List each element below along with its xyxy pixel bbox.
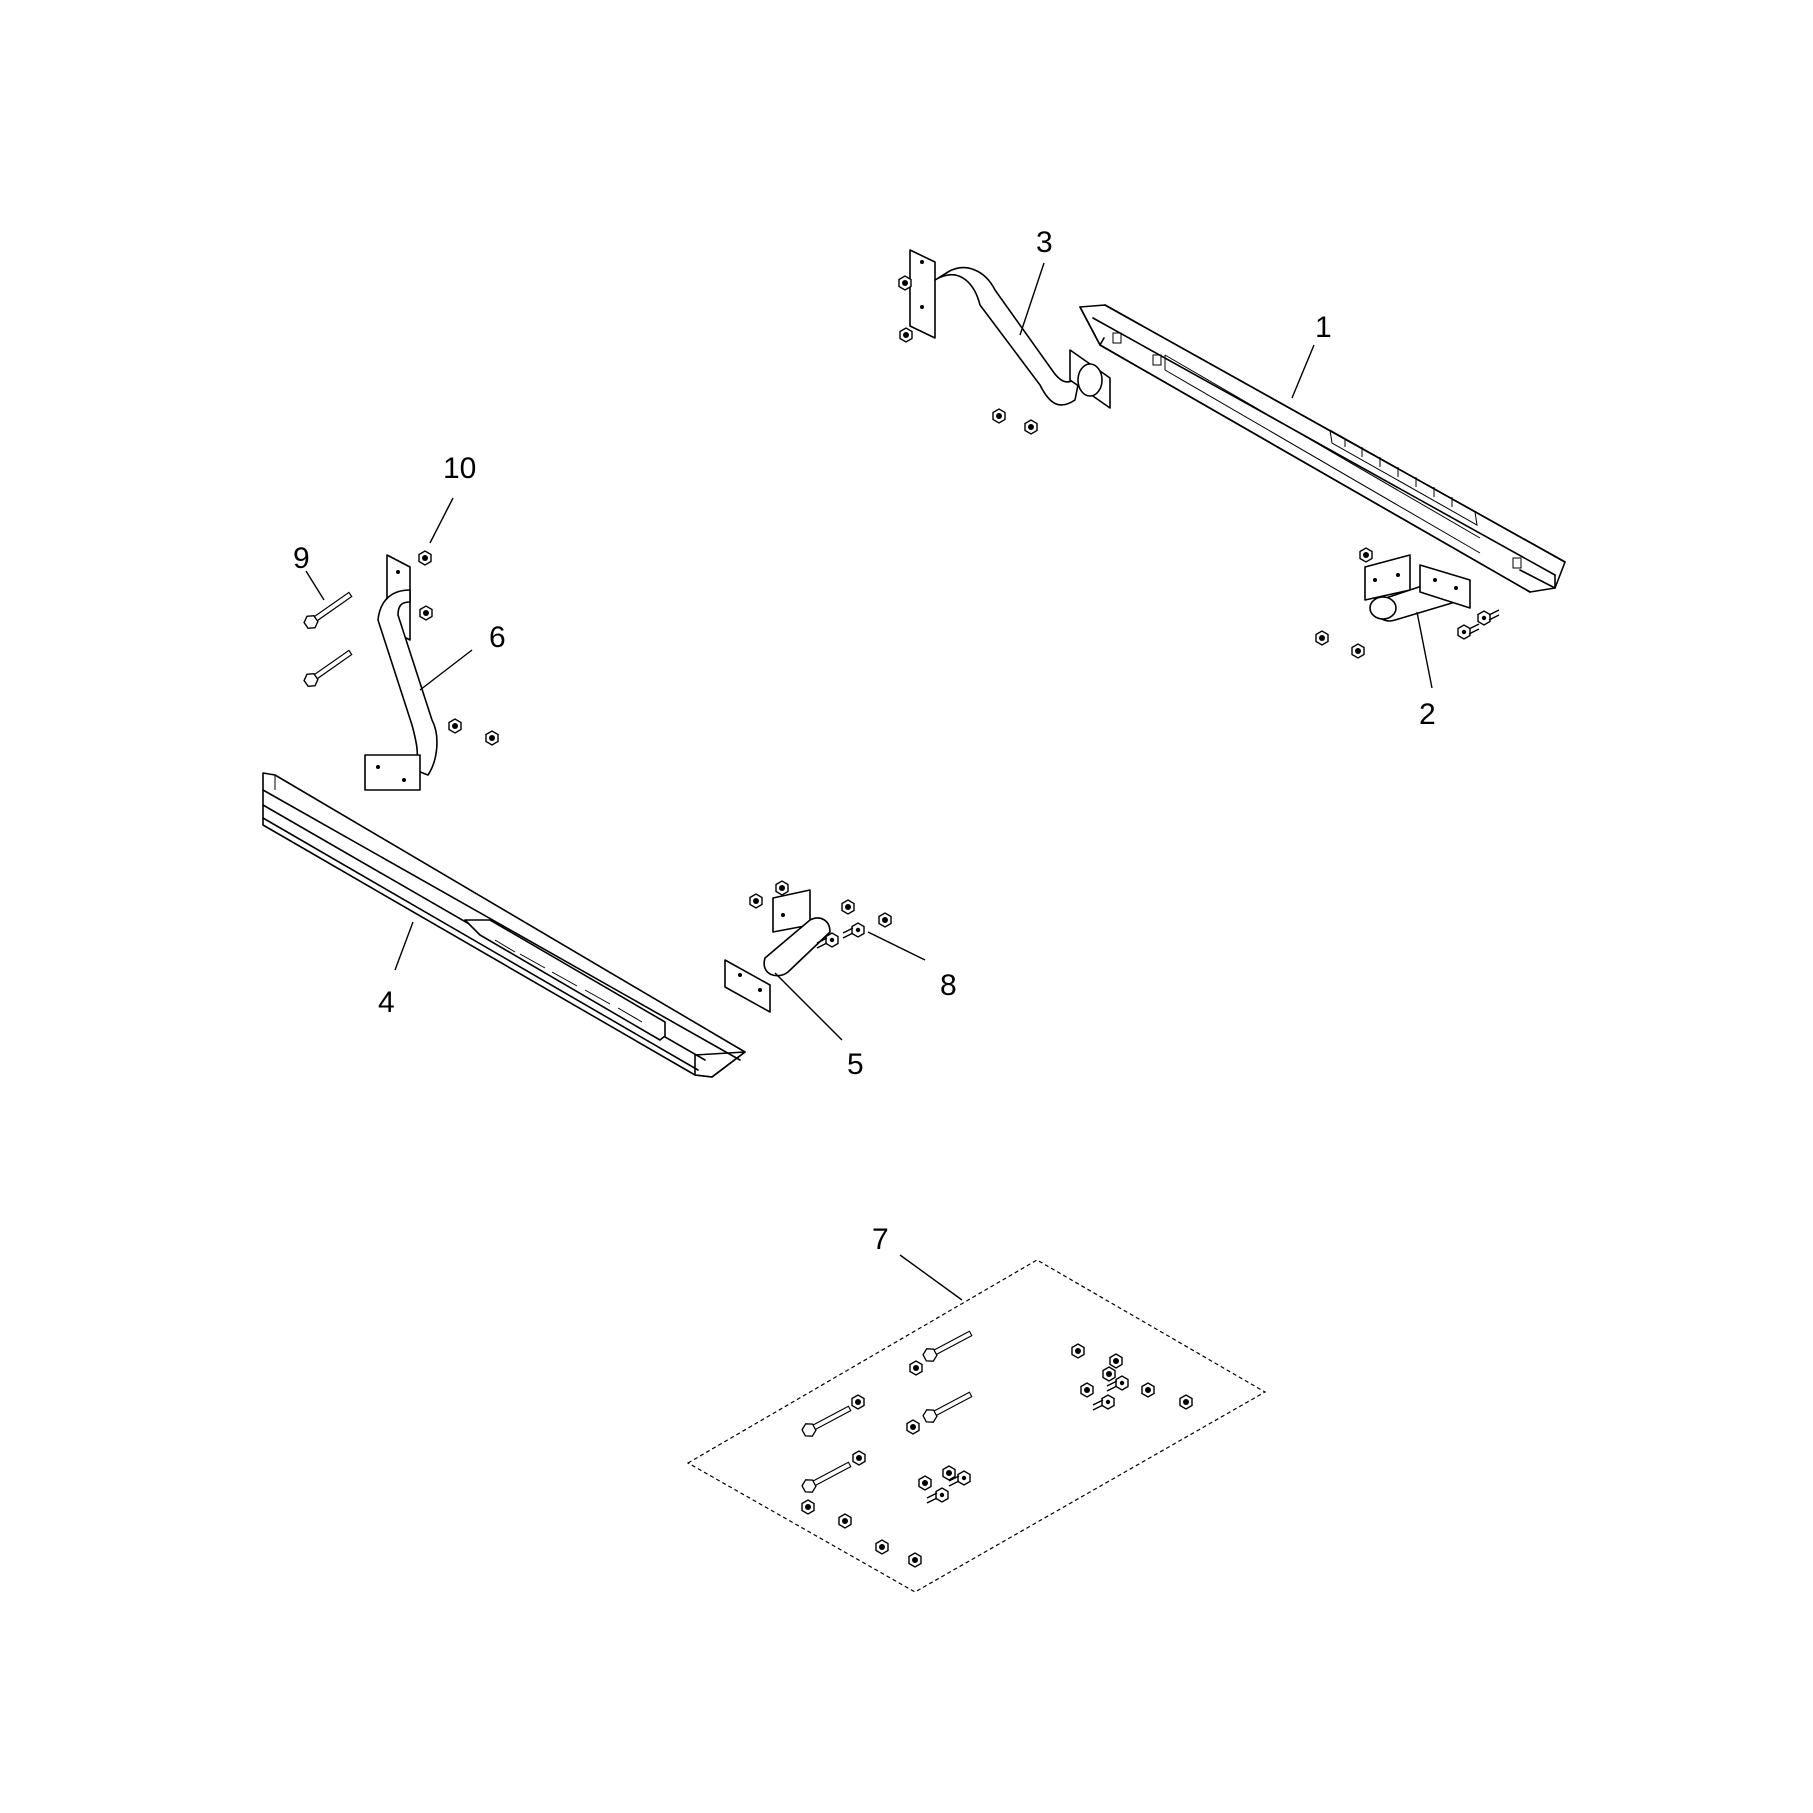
callout-2: 2 [1419, 698, 1436, 731]
leader-9 [305, 570, 325, 601]
leader-2 [1416, 611, 1433, 689]
leader-5 [774, 972, 843, 1041]
callout-4: 4 [378, 986, 395, 1019]
callout-9: 9 [293, 542, 310, 575]
mount-bracket-rear-right [1315, 547, 1500, 659]
callout-labels: 1 2 3 4 5 6 7 8 9 10 [293, 226, 1436, 1256]
leader-4 [394, 921, 414, 971]
leader-1 [1291, 344, 1315, 399]
mount-bracket-upper-right [898, 249, 1111, 435]
hardware-kit [686, 1259, 1267, 1593]
running-board-left [262, 772, 746, 1078]
leader-6 [419, 649, 473, 691]
leader-10 [429, 497, 454, 544]
leader-8 [867, 931, 926, 961]
callout-8: 8 [940, 969, 957, 1002]
running-board-right [1079, 304, 1566, 593]
mount-bracket-rear-left [724, 880, 892, 1013]
callout-5: 5 [847, 1048, 864, 1081]
callout-6: 6 [489, 621, 506, 654]
leader-lines [305, 262, 1433, 1301]
callout-1: 1 [1315, 311, 1332, 344]
callout-3: 3 [1036, 226, 1053, 259]
callout-10: 10 [443, 452, 476, 485]
leader-3 [1019, 262, 1045, 336]
callout-7: 7 [872, 1223, 889, 1256]
mount-bracket-upper-left [364, 550, 499, 791]
leader-7 [899, 1254, 963, 1301]
bolts-long [303, 591, 353, 688]
